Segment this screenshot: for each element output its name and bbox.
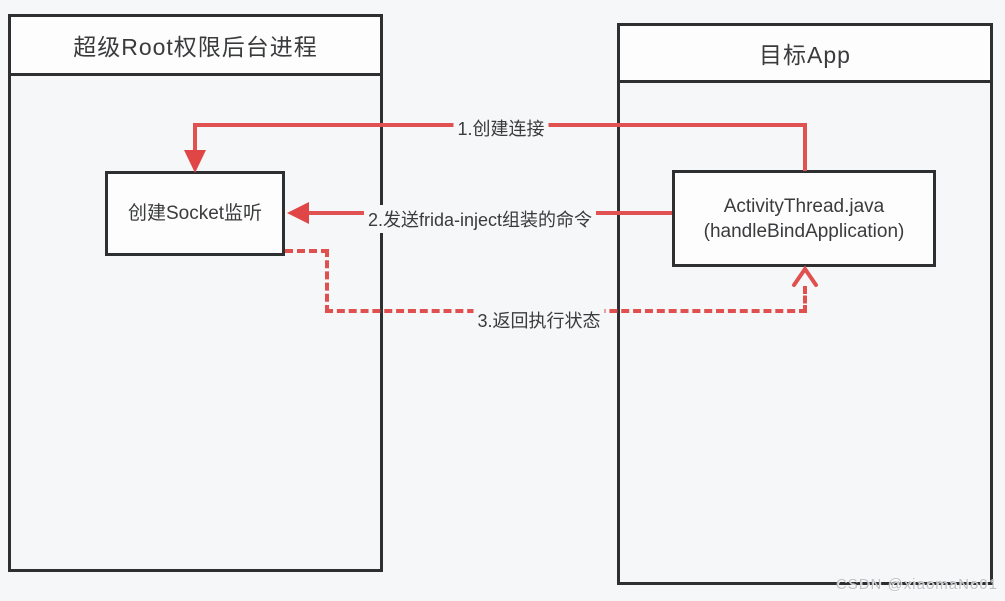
container-root-process-title: 超级Root权限后台进程 [11,17,380,76]
arrow-2-label: 2.发送frida-inject组装的命令 [363,205,597,233]
arrow-1-down-arrowhead-icon [184,150,206,173]
arrow-3-dashed-segment-4 [803,286,807,313]
arrow-1-left-vertical-line [193,123,197,151]
arrow-3-label: 3.返回执行状态 [473,306,605,334]
arrow-3-dashed-segment-1 [285,249,329,253]
arrow-1-label: 1.创建连接 [453,114,549,142]
node-socket-listener: 创建Socket监听 [105,171,285,256]
watermark-text: CSDN @xiaomaNo01 [835,576,998,593]
node-socket-listener-label: 创建Socket监听 [127,203,263,224]
node-activity-thread: ActivityThread.java (handleBindApplicati… [672,170,936,267]
arrow-3-dashed-segment-2 [325,249,329,313]
node-activity-thread-label-line2: (handleBindApplication) [703,220,905,242]
node-activity-thread-label-line1: ActivityThread.java [723,195,885,217]
container-target-app-title: 目标App [620,26,990,83]
arrow-1-right-vertical-line [803,123,807,171]
arrow-3-up-open-arrowhead-icon [792,265,818,287]
container-root-process: 超级Root权限后台进程 [8,14,383,572]
arrow-2-left-arrowhead-icon [287,202,309,224]
